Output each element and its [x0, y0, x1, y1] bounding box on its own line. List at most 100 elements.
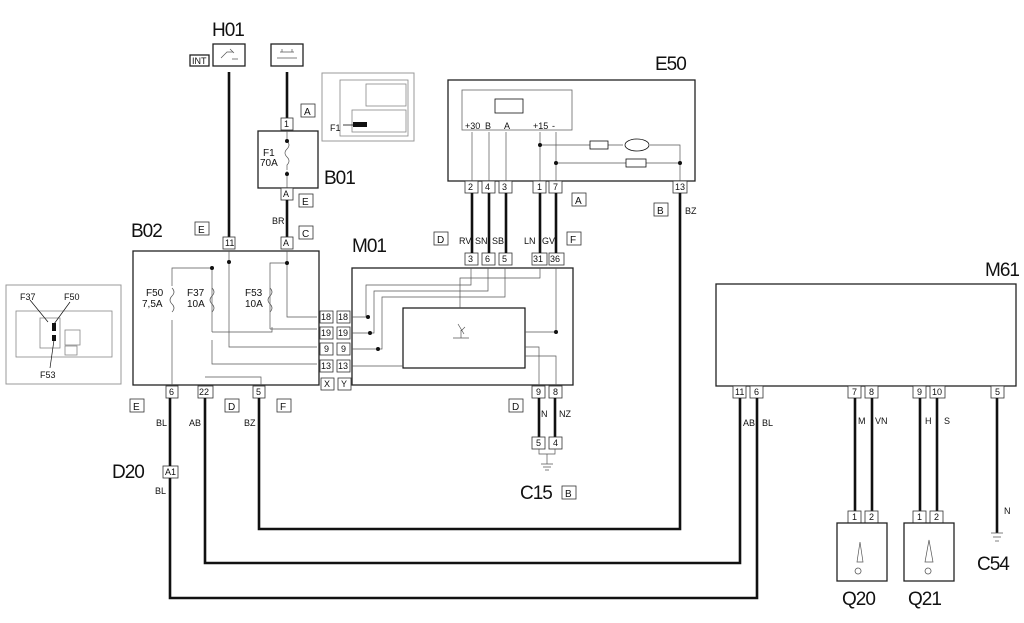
wire-color-ab-1: AB	[189, 418, 201, 428]
conn-f-label-m01: F	[570, 235, 576, 246]
e50-pins	[464, 180, 688, 194]
q20-pins	[847, 510, 879, 524]
m01-pin-9: 9	[341, 344, 346, 354]
battery-symbol	[270, 43, 304, 67]
conn-d-tag-m01b	[508, 398, 524, 413]
fuse-f1-label: F1	[263, 148, 275, 159]
wire-color-bl-2: BL	[155, 486, 166, 496]
m61-pin-8: 8	[869, 387, 874, 397]
b01-pin-1-label: 1	[284, 119, 289, 129]
e50-resistor-2	[625, 158, 647, 168]
component-m61-label: M61	[985, 260, 1019, 281]
m61-pins	[732, 385, 1005, 399]
wire-color-ab-2: AB	[743, 418, 755, 428]
component-q20-box	[836, 522, 888, 582]
wire-color-gv: GV	[542, 236, 555, 246]
e50-term-15: +15	[533, 121, 548, 131]
wire-color-nz: NZ	[559, 409, 571, 419]
b02-right-pins	[319, 310, 334, 373]
fusebox-outline	[339, 79, 409, 137]
wire-color-sb: SB	[492, 236, 504, 246]
component-q20-label: Q20	[842, 589, 875, 610]
b02-pin-22-label: 22	[199, 387, 209, 397]
conn-e-tag-b02	[129, 398, 145, 413]
b02-pin-a-label: A	[283, 238, 289, 248]
e50-pin-3: 3	[502, 182, 507, 192]
conn-c-label: C	[302, 229, 309, 240]
component-b01-label: B01	[324, 168, 355, 189]
q21-pin-2: 2	[934, 512, 939, 522]
conn-a-label-1: A	[304, 107, 311, 118]
e50-pin-2: 2	[468, 182, 473, 192]
conn-d-tag-m01	[433, 231, 449, 246]
inset-f50-label: F50	[64, 292, 80, 302]
m61-pin-6: 6	[754, 387, 759, 397]
wire-bl-m61-d20	[168, 398, 759, 600]
conn-e-label-b01: E	[302, 197, 309, 208]
ignition-switch-symbol	[212, 43, 246, 67]
e50-term-minus: -	[552, 121, 555, 131]
e50-pin-7: 7	[553, 182, 558, 192]
wire-bz-e50-b02	[257, 193, 682, 531]
conn-d-tag-b02	[224, 398, 240, 413]
inset-f37-label: F37	[20, 292, 36, 302]
d20-pin-a1-label: A1	[165, 467, 176, 477]
fuse-f50-rating: 7,5A	[142, 299, 163, 310]
battery-icon	[277, 49, 297, 59]
e50-term-30: +30	[465, 121, 480, 131]
conn-e-tag-h01	[194, 221, 210, 236]
fuse-f53-symbol	[267, 287, 273, 313]
wire-color-h: H	[925, 416, 932, 426]
fuse-f1-marker	[353, 122, 367, 127]
b02-pin-9: 9	[324, 344, 329, 354]
m01-left-pins	[336, 310, 351, 373]
m01-pin-18: 18	[338, 312, 348, 322]
wire-color-sn: SN	[475, 236, 488, 246]
fusebox-b02-outline	[15, 310, 113, 358]
q20-pin-2: 2	[869, 512, 874, 522]
conn-x-label: X	[324, 379, 330, 389]
m01-transistor-icon	[453, 323, 469, 339]
conn-d-label-b02: D	[228, 402, 235, 413]
c15-pin-5	[531, 436, 546, 450]
wire-color-bl-3: BL	[762, 418, 773, 428]
b02-pin-a	[280, 236, 294, 250]
b02-pin-13: 13	[321, 361, 331, 371]
b02-pin-11	[222, 236, 236, 250]
e50-term-b: B	[485, 121, 491, 131]
m61-pin-11: 11	[735, 387, 744, 397]
conn-e-tag-b01	[298, 193, 314, 208]
conn-b-tag-e50	[653, 202, 669, 217]
component-c15-label: C15	[520, 483, 552, 504]
b02-pin-11-label: 11	[225, 238, 234, 248]
conn-b-label-c15: B	[565, 489, 572, 500]
fusebox-inset-b02	[5, 284, 122, 385]
c15-pin-4	[548, 436, 563, 450]
c15-pin-4-label: 4	[553, 438, 558, 448]
wires-e50-m01	[470, 193, 558, 253]
e50-pin-1: 1	[537, 182, 542, 192]
conn-d-label-m01: D	[437, 235, 444, 246]
e50-inner-panel	[461, 89, 573, 131]
q20-sensor-icon	[854, 541, 864, 575]
m61-pin-5: 5	[995, 387, 1000, 397]
m01-pin-19: 19	[338, 328, 348, 338]
m01-pin-31: 31	[533, 254, 543, 264]
conn-e-label-h01: E	[198, 225, 205, 236]
wire-color-vn: VN	[875, 416, 888, 426]
fuse-f53-rating: 10A	[245, 299, 263, 310]
fuse-f53-label: F53	[245, 288, 263, 299]
e50-pin-4: 4	[485, 182, 490, 192]
fusebox-inset-f1	[321, 72, 415, 142]
conn-b-label-e50: B	[657, 206, 664, 217]
conn-d-label-m01b: D	[512, 402, 519, 413]
wire-color-ln: LN	[524, 236, 536, 246]
conn-x-tag	[320, 377, 335, 391]
conn-a-label-e50: A	[575, 196, 582, 207]
conn-y-label: Y	[341, 379, 347, 389]
b02-pin-18: 18	[321, 312, 331, 322]
wire-ab-m61-b02	[203, 398, 742, 565]
component-m01-label: M01	[352, 236, 386, 257]
ignition-icon	[220, 48, 238, 60]
